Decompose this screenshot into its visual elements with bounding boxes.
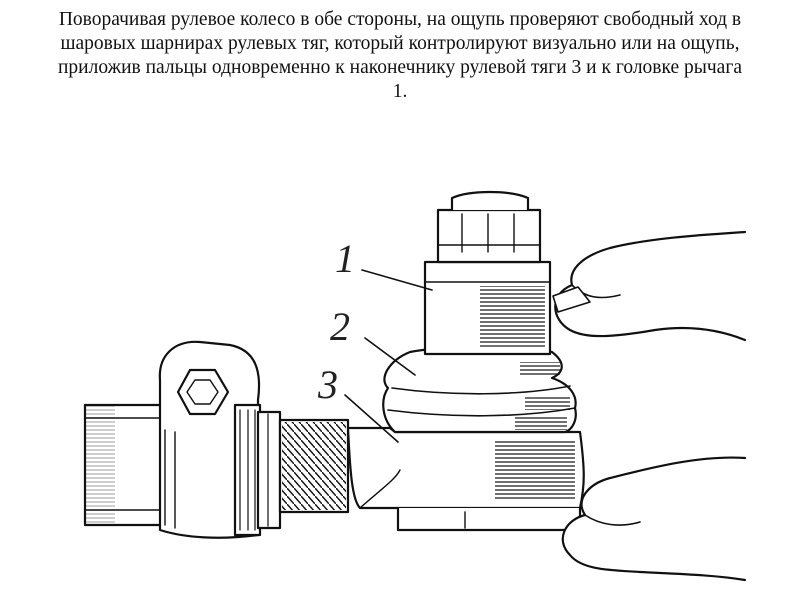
part-label-2: 2 [330, 304, 350, 349]
caption: Поворачивая рулевое колесо в обе стороны… [10, 8, 790, 104]
caption-line-2: шаровых шарнирах рулевых тяг, который ко… [60, 33, 740, 54]
leader-3 [344, 394, 399, 443]
clamp [158, 340, 282, 539]
tie-rod-end [346, 426, 585, 532]
rubber-boot [382, 346, 577, 434]
leader-1 [361, 269, 433, 291]
leader-2 [364, 337, 416, 376]
upper-hand [552, 230, 747, 342]
lower-hand [561, 456, 747, 582]
caption-line-3: приложив пальцы одновременно к наконечни… [58, 57, 742, 78]
part-label-3: 3 [317, 362, 338, 407]
lever-head [423, 260, 552, 356]
clamp-bolt [176, 368, 230, 416]
castle-nut [436, 190, 542, 264]
caption-line-1: Поворачивая рулевое колесо в обе стороны… [58, 9, 742, 30]
caption-line-4: 1. [392, 81, 408, 102]
part-label-1: 1 [335, 236, 355, 281]
threaded-section [278, 418, 350, 514]
